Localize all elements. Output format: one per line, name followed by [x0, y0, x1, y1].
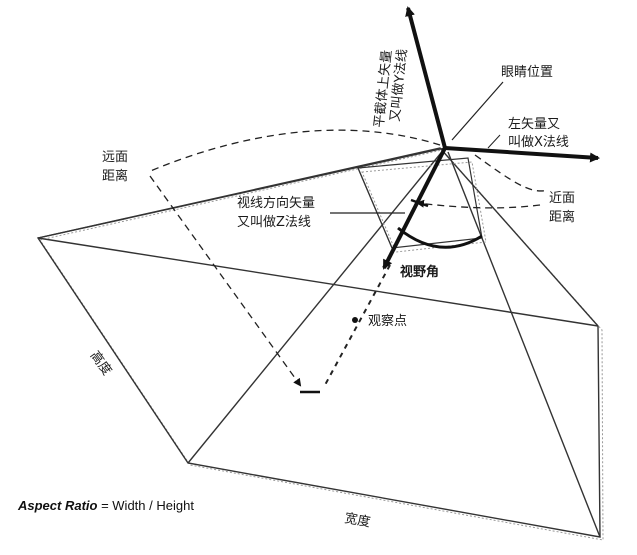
frustum-edge-bottom-right [447, 151, 601, 538]
far-plane-diagonal [37, 237, 599, 327]
far-plane [36, 147, 601, 538]
near-plane-label-line2: 距离 [549, 209, 575, 225]
eye-leader [451, 81, 504, 141]
frustum-edges [37, 147, 601, 538]
aspect-ratio-formula: Aspect Ratio = Width / Height [17, 498, 194, 513]
left-vector-label-line1: 左矢量又 [508, 117, 560, 132]
eye-position-label: 眼睛位置 [501, 65, 553, 80]
field-of-view-label: 视野角 [400, 264, 439, 280]
aspect-ratio-term: Aspect Ratio [17, 498, 98, 513]
far-distance-arc [147, 129, 441, 173]
view-direction-dash [324, 264, 391, 386]
aspect-ratio-rest: = Width / Height [97, 498, 194, 513]
near-plane [357, 157, 483, 249]
look-at-point-label: 观察点 [368, 314, 407, 329]
near-distance-arc [474, 154, 549, 192]
far-distance-leader [149, 175, 302, 387]
frustum-edge-top-left [37, 147, 446, 239]
view-dir-label-line2: 又叫做Z法线 [237, 215, 311, 230]
up-vector [405, 6, 447, 149]
height-label: 高度 [87, 348, 115, 378]
axis-vectors [382, 6, 600, 270]
field-of-view-arc [397, 226, 483, 249]
left-vector-leader [487, 134, 501, 149]
far-plane-outline [36, 147, 601, 538]
frustum-edge-bottom-left [187, 147, 446, 464]
view-direction-vector [382, 147, 447, 270]
view-dir-label-line1: 视线方向矢量 [237, 195, 315, 211]
left-vector-label-line2: 叫做X法线 [508, 135, 569, 150]
far-plane-label-line2: 距离 [102, 168, 128, 184]
near-plane-label-line1: 近面 [549, 191, 575, 206]
look-at-point-dot [352, 317, 358, 323]
near-distance-leader [416, 199, 541, 209]
far-plane-shadow [39, 149, 604, 541]
far-plane-label-line1: 远面 [102, 150, 128, 165]
near-distance-tick [410, 198, 429, 208]
left-vector [444, 146, 600, 163]
width-label: 宽度 [343, 510, 371, 530]
